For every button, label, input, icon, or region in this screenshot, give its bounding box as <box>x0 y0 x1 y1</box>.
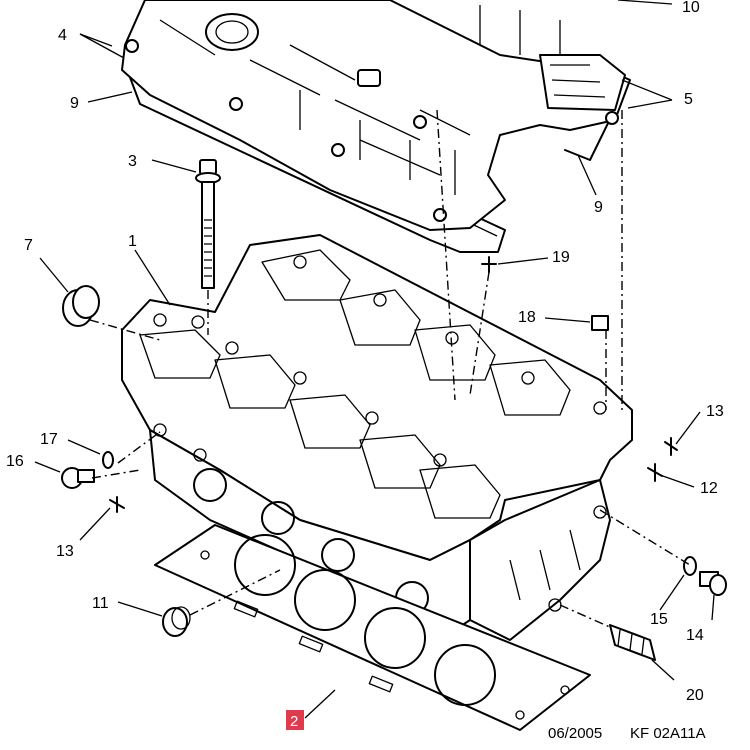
stud-markers <box>109 256 678 513</box>
camshaft-plug <box>62 285 100 327</box>
callout-2-highlighted[interactable]: 2 <box>286 710 304 730</box>
screw-and-washer-right <box>683 556 727 596</box>
callout-1: 1 <box>128 233 137 250</box>
sealing-plug <box>162 606 191 637</box>
callout-13-left: 13 <box>56 543 74 560</box>
cylinder-head <box>121 234 633 641</box>
callout-15: 15 <box>650 611 668 628</box>
temperature-sensor <box>609 624 656 661</box>
callout-3: 3 <box>128 153 137 170</box>
callout-7: 7 <box>24 237 33 254</box>
callout-20: 20 <box>686 687 704 704</box>
highlight-badge <box>286 710 304 730</box>
callout-10: 10 <box>682 0 700 16</box>
callout-9-upper: 9 <box>70 95 79 112</box>
screw-and-washer-left <box>61 451 114 489</box>
cylinder-head-bolt <box>195 159 221 289</box>
callout-16: 16 <box>6 453 24 470</box>
footer-code: KF 02A11A <box>630 725 706 742</box>
callout-labels: 4 9 3 1 7 10 5 9 19 18 13 12 17 16 13 11… <box>6 0 724 704</box>
callout-9-right: 9 <box>594 199 603 216</box>
callout-18: 18 <box>518 309 536 326</box>
footer-date: 06/2005 <box>548 725 602 742</box>
dowel-marker <box>591 315 609 331</box>
cylinder-head-gasket <box>154 524 591 731</box>
callout-2: 2 <box>290 713 298 730</box>
callout-14: 14 <box>686 627 704 644</box>
callout-5: 5 <box>684 91 693 108</box>
leader-lines <box>34 0 715 719</box>
callout-19: 19 <box>552 249 570 266</box>
alignment-lines <box>89 109 691 629</box>
callout-4: 4 <box>58 27 67 44</box>
callout-11: 11 <box>92 595 109 612</box>
callout-13-right: 13 <box>706 403 724 420</box>
callout-17: 17 <box>40 431 58 448</box>
callout-12: 12 <box>700 480 718 497</box>
valve-cover <box>121 0 631 231</box>
